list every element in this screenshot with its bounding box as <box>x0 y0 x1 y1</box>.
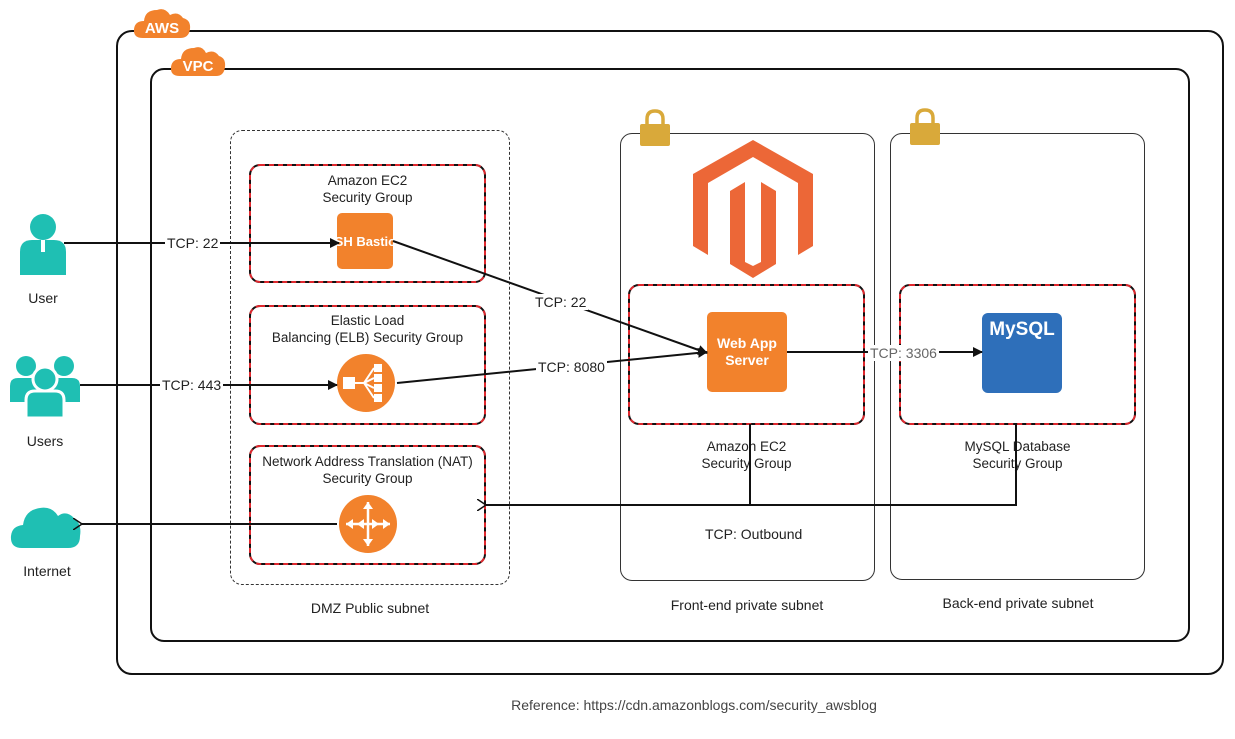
elb-sg-label: Elastic Load Balancing (ELB) Security Gr… <box>271 313 464 345</box>
user-icon <box>20 214 66 275</box>
internet-label: Internet <box>23 563 71 579</box>
dmz-public-subnet <box>230 130 510 585</box>
web-app-server-label: Web App Server <box>717 335 777 368</box>
internet-cloud-icon <box>10 507 81 548</box>
edge-label-elb-web: TCP: 8080 <box>536 359 607 375</box>
dmz-caption: DMZ Public subnet <box>310 600 430 616</box>
reference-text[interactable]: Reference: https://cdn.amazonblogs.com/s… <box>511 697 877 713</box>
frontend-sg-label: Amazon EC2 Security Group <box>701 439 792 471</box>
frontend-lock-icon <box>640 109 670 146</box>
aws-cloud-icon: AWS <box>133 4 191 40</box>
edge-label-web-mysql: TCP: 3306 <box>868 345 939 361</box>
aws-cloud-boundary <box>116 30 1224 675</box>
nat-icon <box>339 495 397 553</box>
mysql-node[interactable]: MySQL <box>982 313 1062 393</box>
mysql-label: MySQL <box>989 319 1055 340</box>
elb-icon <box>337 354 395 412</box>
vpc-cloud-icon: VPC <box>170 42 226 78</box>
aws-label: AWS <box>144 19 180 37</box>
users-label: Users <box>26 433 64 449</box>
backend-lock-icon <box>910 108 940 145</box>
magento-logo-icon <box>693 140 813 278</box>
edge-label-user-ssh: TCP: 22 <box>165 235 221 251</box>
backend-caption: Back-end private subnet <box>942 595 1094 611</box>
dmz-ec2-sg-label: Amazon EC2 Security Group <box>322 173 413 205</box>
edge-label-outbound: TCP: Outbound <box>703 526 805 542</box>
users-icon <box>10 356 80 420</box>
user-label: User <box>28 290 58 306</box>
ssh-bastion-label: SSH Bastion <box>337 233 393 249</box>
ssh-bastion-node[interactable]: SSH Bastion <box>337 213 393 269</box>
vpc-boundary <box>150 68 1190 642</box>
frontend-caption: Front-end private subnet <box>670 597 824 613</box>
edge-label-bastion-web: TCP: 22 <box>533 294 589 310</box>
nat-sg-label: Network Address Translation (NAT) Securi… <box>262 454 473 486</box>
edge-label-users-https: TCP: 443 <box>160 377 224 393</box>
edge-mysql-outbound <box>486 424 1017 505</box>
vpc-label: VPC <box>182 57 214 75</box>
backend-sg-label: MySQL Database Security Group <box>964 439 1071 471</box>
web-app-server-node[interactable]: Web App Server <box>707 312 787 392</box>
